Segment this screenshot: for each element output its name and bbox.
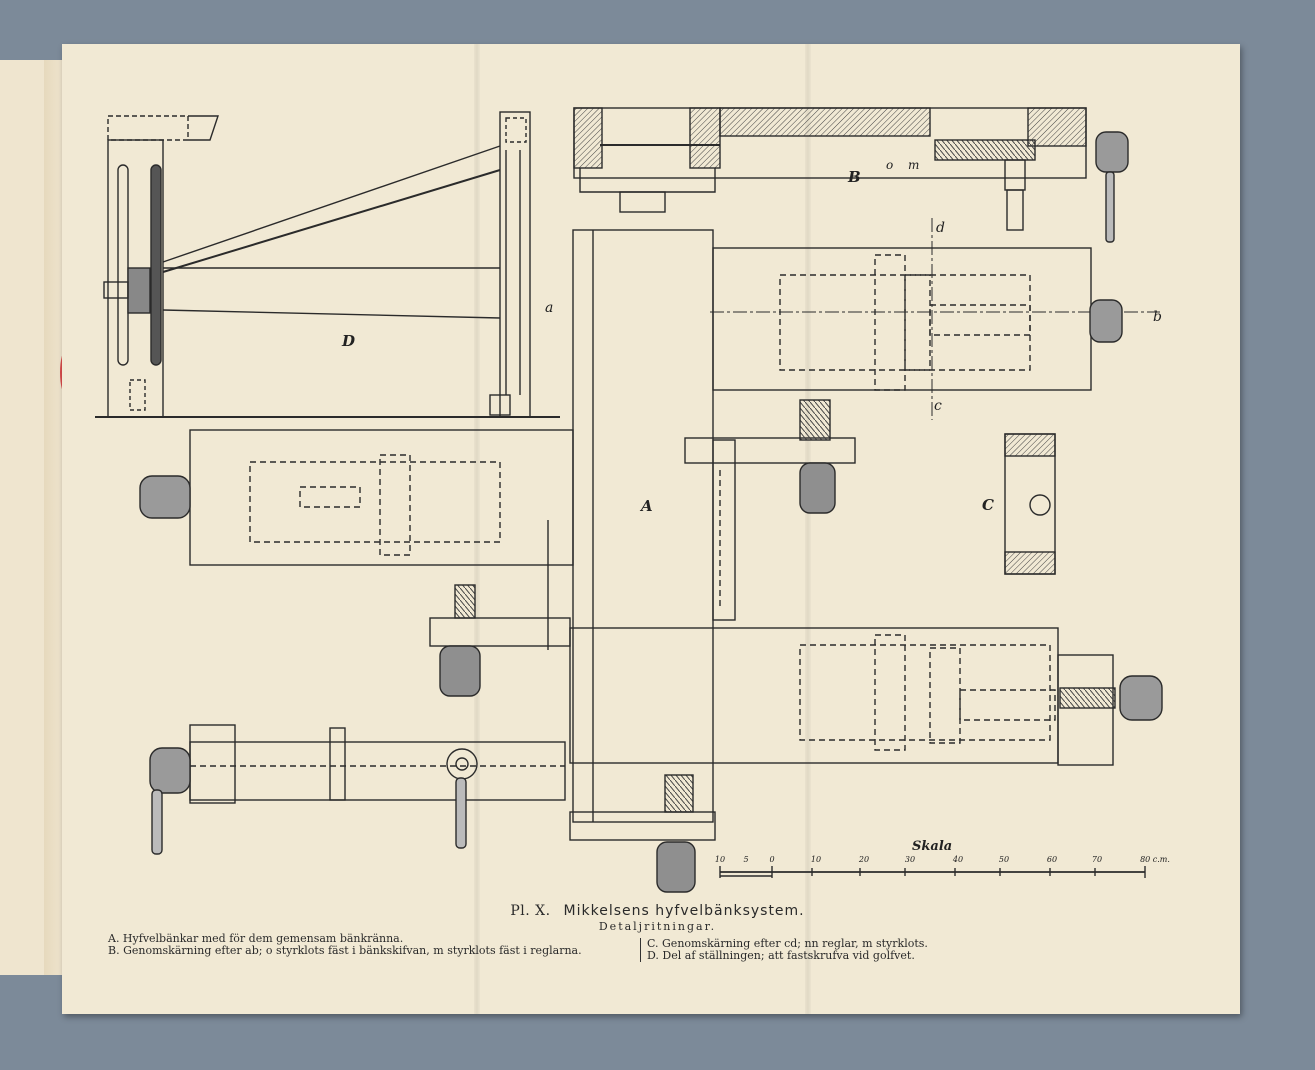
label-a-upper: A: [641, 497, 653, 515]
drawing-b-section: [573, 107, 1129, 243]
label-m: m: [908, 158, 920, 172]
bench-left: [139, 429, 574, 697]
drawing-d-stand: [95, 111, 560, 418]
scale-tick-label: 70: [1091, 855, 1103, 864]
scale-tick-label: 40: [952, 855, 964, 864]
scale-tick-label: 5: [743, 855, 749, 864]
plate-title: Mikkelsens hyfvelbänksystem.: [563, 903, 805, 919]
label-o: o: [886, 158, 894, 172]
scale-bar: [719, 866, 1146, 878]
label-a-lower: a: [545, 300, 554, 316]
plate-number: Pl. X.: [510, 903, 551, 919]
label-c-lower: c: [934, 398, 942, 414]
scale-tick-label: 50: [998, 855, 1010, 864]
page-fold-line: [805, 44, 811, 1014]
plate-subtitle: Detaljritningar.: [598, 920, 717, 933]
plate-page: [62, 44, 1240, 1014]
plate-caption: Pl. X. Mikkelsens hyfvelbänksystem.: [0, 903, 1315, 919]
scale-tick-label: 30: [904, 855, 916, 864]
legend-left: A. Hyfvelbänkar med för dem gemensam bän…: [108, 933, 628, 957]
bench-upper-right: [684, 218, 1160, 514]
legend-item-d: D. Del af ställningen; att fastskrufva v…: [647, 949, 915, 962]
scale-tick-label: 0: [769, 855, 775, 864]
label-d: D: [342, 332, 356, 350]
bench-lower-right: [569, 627, 1163, 893]
label-c-upper: C: [982, 496, 994, 514]
drawing-a-trough: [572, 229, 736, 823]
legend-item-b: B. Genomskärning efter ab; o styrklots f…: [108, 944, 582, 957]
scale-tick-label: 10: [714, 855, 726, 864]
legend-right: C. Genomskärning efter cd; nn reglar, m …: [640, 938, 1007, 962]
scale-tick-label: 20: [858, 855, 870, 864]
scale-tick-label: 80 c.m.: [1140, 855, 1170, 864]
scale-tick-label: 10: [810, 855, 822, 864]
bench-lower-left: [149, 724, 566, 855]
legend-item-c: C. Genomskärning efter cd; nn reglar, m …: [647, 937, 928, 950]
label-b: B: [848, 168, 861, 186]
scale-title: Skala: [912, 839, 953, 854]
scale-tick-label: 60: [1046, 855, 1058, 864]
drawing-c-section: [1004, 433, 1056, 575]
legend-item-a: A. Hyfvelbänkar med för dem gemensam bän…: [108, 932, 404, 945]
label-d-lower: d: [936, 220, 945, 236]
page-fold-line: [474, 44, 480, 1014]
label-b-lower: b: [1153, 309, 1162, 325]
